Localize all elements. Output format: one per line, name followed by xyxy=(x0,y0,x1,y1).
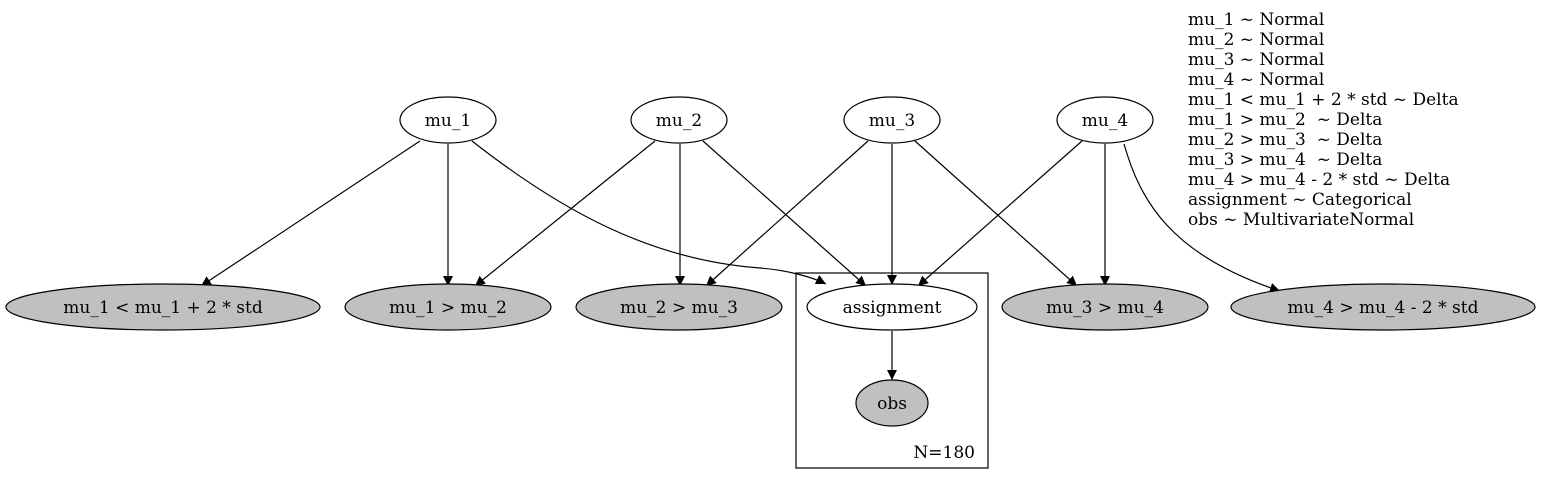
node-delta-4-label: mu_4 > mu_4 - 2 * std xyxy=(1288,298,1479,318)
edge-mu3-delta23 xyxy=(705,140,869,287)
legend-line: mu_4 > mu_4 - 2 * std ~ Delta xyxy=(1188,170,1450,190)
node-mu-1: mu_1 xyxy=(399,96,497,144)
node-mu-1-label: mu_1 xyxy=(425,111,471,131)
node-obs-label: obs xyxy=(877,394,907,414)
node-delta-23: mu_2 > mu_3 xyxy=(575,283,783,331)
legend-line: mu_1 > mu_2 ~ Delta xyxy=(1188,110,1382,130)
edge-mu3-delta34 xyxy=(914,140,1078,287)
legend-line: mu_1 ~ Normal xyxy=(1188,10,1324,30)
legend-line: mu_2 > mu_3 ~ Delta xyxy=(1188,130,1382,150)
legend-line: mu_4 ~ Normal xyxy=(1188,70,1324,90)
legend-line: mu_2 ~ Normal xyxy=(1188,30,1324,50)
node-assignment: assignment xyxy=(806,283,978,331)
legend-line: mu_1 < mu_1 + 2 * std ~ Delta xyxy=(1188,90,1459,110)
node-delta-12: mu_1 > mu_2 xyxy=(344,283,552,331)
node-mu-2-label: mu_2 xyxy=(656,111,702,131)
node-delta-12-label: mu_1 > mu_2 xyxy=(389,298,507,318)
plate-label: N=180 xyxy=(913,443,975,463)
edges xyxy=(200,140,1281,380)
node-delta-34: mu_3 > mu_4 xyxy=(1001,283,1209,331)
distribution-legend: mu_1 ~ Normal mu_2 ~ Normal mu_3 ~ Norma… xyxy=(1188,10,1459,230)
edge-mu4-assignment xyxy=(917,140,1083,287)
edge-mu1-assignment xyxy=(471,140,827,285)
edge-mu4-delta4 xyxy=(1123,143,1281,293)
node-assignment-label: assignment xyxy=(843,298,942,318)
node-mu-3: mu_3 xyxy=(843,96,941,144)
node-mu-4: mu_4 xyxy=(1056,96,1154,144)
node-delta-4: mu_4 > mu_4 - 2 * std xyxy=(1230,283,1536,331)
node-delta-34-label: mu_3 > mu_4 xyxy=(1046,298,1164,318)
node-delta-1-label: mu_1 < mu_1 + 2 * std xyxy=(63,298,263,318)
edge-mu1-delta1 xyxy=(200,140,421,287)
legend-line: obs ~ MultivariateNormal xyxy=(1188,210,1414,230)
edge-mu2-assignment xyxy=(702,140,867,287)
node-mu-2: mu_2 xyxy=(630,96,728,144)
legend-line: assignment ~ Categorical xyxy=(1188,190,1412,210)
node-obs: obs xyxy=(855,379,929,427)
node-delta-1: mu_1 < mu_1 + 2 * std xyxy=(5,283,321,331)
legend-line: mu_3 > mu_4 ~ Delta xyxy=(1188,150,1382,170)
node-mu-4-label: mu_4 xyxy=(1082,111,1128,131)
node-delta-23-label: mu_2 > mu_3 xyxy=(620,298,738,318)
legend-line: mu_3 ~ Normal xyxy=(1188,50,1324,70)
edge-mu2-delta12 xyxy=(474,140,656,287)
node-mu-3-label: mu_3 xyxy=(869,111,915,131)
